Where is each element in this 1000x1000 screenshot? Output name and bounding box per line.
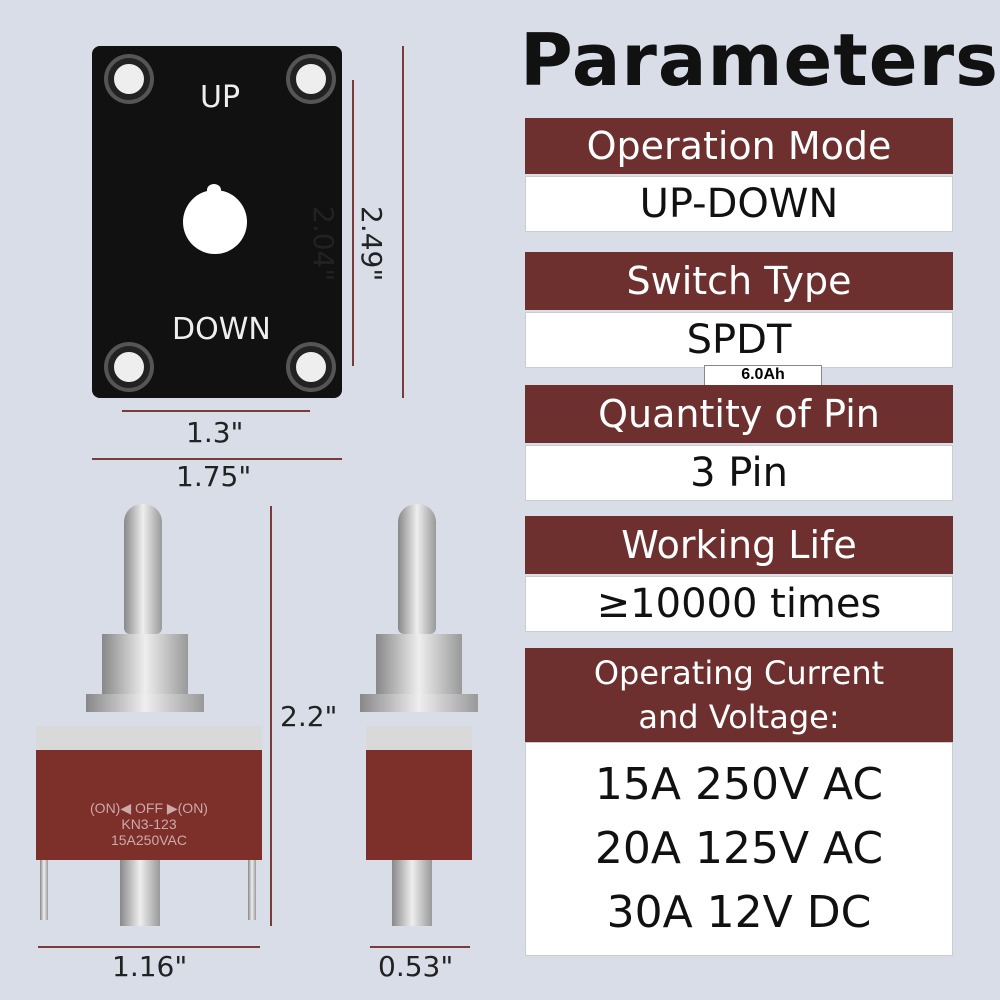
param-switch-type-value: SPDT xyxy=(525,312,953,368)
dim-line-inner-height xyxy=(352,80,354,366)
param-switch-type-label: Switch Type xyxy=(525,252,953,310)
screw-hole-top-left xyxy=(108,58,150,100)
current-label-line2: and Voltage: xyxy=(638,698,840,736)
screw-hole-bottom-left xyxy=(108,346,150,388)
front-left-terminal xyxy=(40,860,48,920)
dim-line-outer-height xyxy=(402,46,404,398)
dim-line-switch-height xyxy=(270,506,272,926)
front-right-terminal xyxy=(248,860,256,920)
front-center-terminal xyxy=(120,860,160,926)
dim-line-side-width xyxy=(370,946,470,948)
current-value-1: 15A 250V AC xyxy=(594,759,884,810)
mount-hole-key xyxy=(207,184,221,196)
plate-up-label: UP xyxy=(200,80,241,115)
dim-switch-height: 2.2" xyxy=(280,700,338,733)
side-terminal xyxy=(392,860,432,926)
front-switch-body xyxy=(36,750,262,860)
front-toggle-lever xyxy=(124,504,162,634)
screw-hole-top-right xyxy=(290,58,332,100)
dim-line-inner-width xyxy=(122,410,310,412)
param-working-life-value: ≥10000 times xyxy=(525,576,953,632)
dim-outer-height: 2.49" xyxy=(355,206,388,282)
dim-inner-width: 1.3" xyxy=(186,416,244,449)
dim-outer-width: 1.75" xyxy=(176,460,252,493)
side-switch-body xyxy=(366,750,472,860)
front-nut xyxy=(86,694,204,712)
dim-line-outer-width xyxy=(92,458,342,460)
param-pin-qty-label: Quantity of Pin xyxy=(525,385,953,443)
switch-mount-hole xyxy=(183,190,247,254)
dim-line-front-width xyxy=(38,946,260,948)
side-toggle-lever xyxy=(398,504,436,634)
page-title: Parameters xyxy=(520,18,999,102)
param-operation-mode-label: Operation Mode xyxy=(525,118,953,174)
param-operation-mode-value: UP-DOWN xyxy=(525,176,953,232)
param-current-label: Operating Current and Voltage: xyxy=(525,648,953,742)
marking-line2: KN3-123 xyxy=(121,816,177,832)
screw-hole-bottom-right xyxy=(290,346,332,388)
param-pin-qty-value: 3 Pin xyxy=(525,445,953,501)
side-nut xyxy=(360,694,478,712)
current-label-line1: Operating Current xyxy=(593,654,885,692)
current-value-2: 20A 125V AC xyxy=(594,823,884,874)
side-threaded-bushing xyxy=(376,634,462,694)
dim-inner-height: 2.04" xyxy=(307,206,340,282)
side-metal-frame xyxy=(366,726,472,750)
current-value-3: 30A 12V DC xyxy=(606,887,872,938)
param-working-life-label: Working Life xyxy=(525,516,953,574)
front-switch-markings: (ON)◀ OFF ▶(ON) KN3-123 15A250VAC xyxy=(64,800,234,848)
front-metal-frame xyxy=(36,726,262,750)
dim-side-width: 0.53" xyxy=(378,950,454,983)
param-current-values: 15A 250V AC 20A 125V AC 30A 12V DC xyxy=(525,742,953,956)
marking-line3: 15A250VAC xyxy=(110,832,187,848)
dim-front-width: 1.16" xyxy=(112,950,188,983)
plate-down-label: DOWN xyxy=(172,312,271,347)
front-threaded-bushing xyxy=(102,634,188,694)
marking-line1: (ON)◀ OFF ▶(ON) xyxy=(90,800,208,816)
